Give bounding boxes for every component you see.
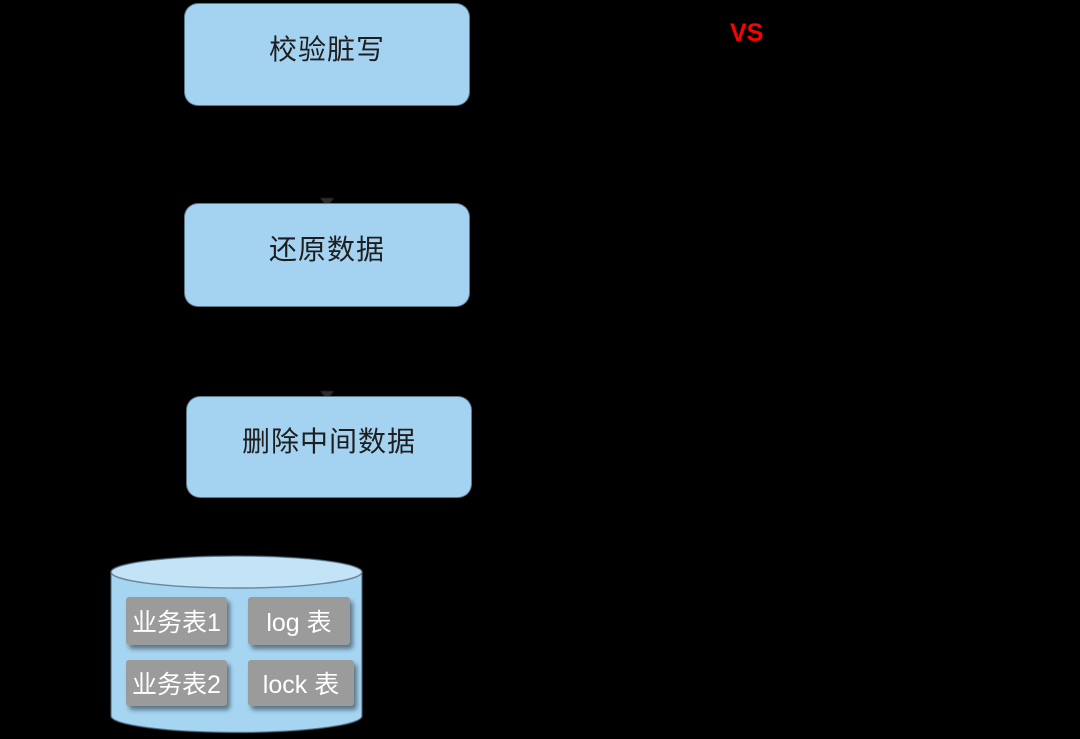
table-chip-log-table: log 表 bbox=[248, 597, 350, 645]
vs-label: VS bbox=[730, 19, 764, 47]
flow-step-box-verify-dirty-write: 校验脏写 bbox=[184, 3, 470, 106]
table-chip-business-table-2: 业务表2 bbox=[126, 660, 227, 706]
database-cylinder-top bbox=[110, 555, 363, 589]
flow-step-label: 还原数据 bbox=[268, 234, 385, 265]
table-chip-label: log 表 bbox=[266, 609, 332, 637]
table-chip-lock-table: lock 表 bbox=[248, 660, 354, 706]
flow-step-box-restore-data: 还原数据 bbox=[184, 203, 470, 307]
arrow-down-icon bbox=[320, 391, 334, 400]
table-chip-label: 业务表1 bbox=[132, 609, 221, 637]
flow-step-box-delete-intermediate-data: 删除中间数据 bbox=[186, 396, 472, 498]
flow-step-label: 删除中间数据 bbox=[241, 426, 416, 457]
table-chip-label: 业务表2 bbox=[132, 671, 221, 699]
flow-step-label: 校验脏写 bbox=[268, 33, 385, 65]
table-chip-business-table-1: 业务表1 bbox=[126, 597, 227, 645]
table-chip-label: lock 表 bbox=[262, 671, 340, 699]
arrow-down-icon bbox=[320, 198, 334, 207]
